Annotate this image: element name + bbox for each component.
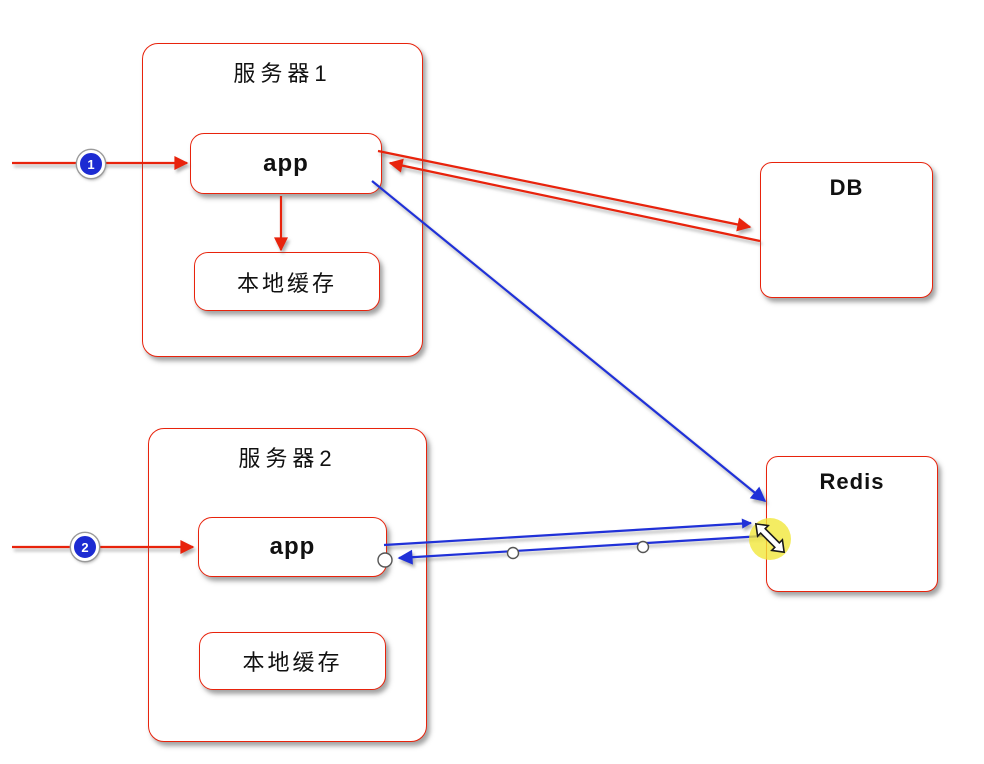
node-db-label: DB: [829, 175, 864, 200]
edge-server2-app-to-redis[interactable]: [383, 518, 752, 547]
step-badge-1-number: 1: [87, 156, 95, 172]
step-badge-2: 2: [71, 533, 99, 561]
node-server2-label: 服务器2: [238, 446, 337, 471]
step-badge-1: 1: [77, 150, 105, 178]
edge-waypoint-handle[interactable]: [506, 546, 520, 560]
node-server2-cache[interactable]: 本地缓存: [199, 632, 386, 690]
node-redis-label: Redis: [819, 469, 885, 494]
edge-server1-app-to-redis[interactable]: [371, 180, 767, 502]
node-server1-cache-label: 本地缓存: [236, 270, 337, 296]
node-server2[interactable]: 服务器2: [148, 428, 427, 742]
node-db[interactable]: DB: [760, 162, 933, 298]
node-server1-label: 服务器1: [233, 61, 332, 86]
node-server1-cache[interactable]: 本地缓存: [194, 252, 380, 311]
edge-db-to-server1-app[interactable]: [388, 158, 761, 243]
edge-waypoint-handle[interactable]: [636, 540, 650, 554]
edge-server1-app-to-db[interactable]: [377, 149, 752, 232]
node-redis[interactable]: Redis: [766, 456, 938, 592]
node-server2-cache-label: 本地缓存: [242, 650, 343, 675]
edge-redis-to-server2-app[interactable]: [397, 534, 764, 565]
node-server1-app[interactable]: app: [190, 133, 382, 194]
node-server2-app-label: app: [269, 533, 316, 560]
step-badge-2-number: 2: [81, 539, 89, 555]
node-server1-app-label: app: [263, 149, 309, 177]
node-server2-app[interactable]: app: [198, 517, 387, 577]
